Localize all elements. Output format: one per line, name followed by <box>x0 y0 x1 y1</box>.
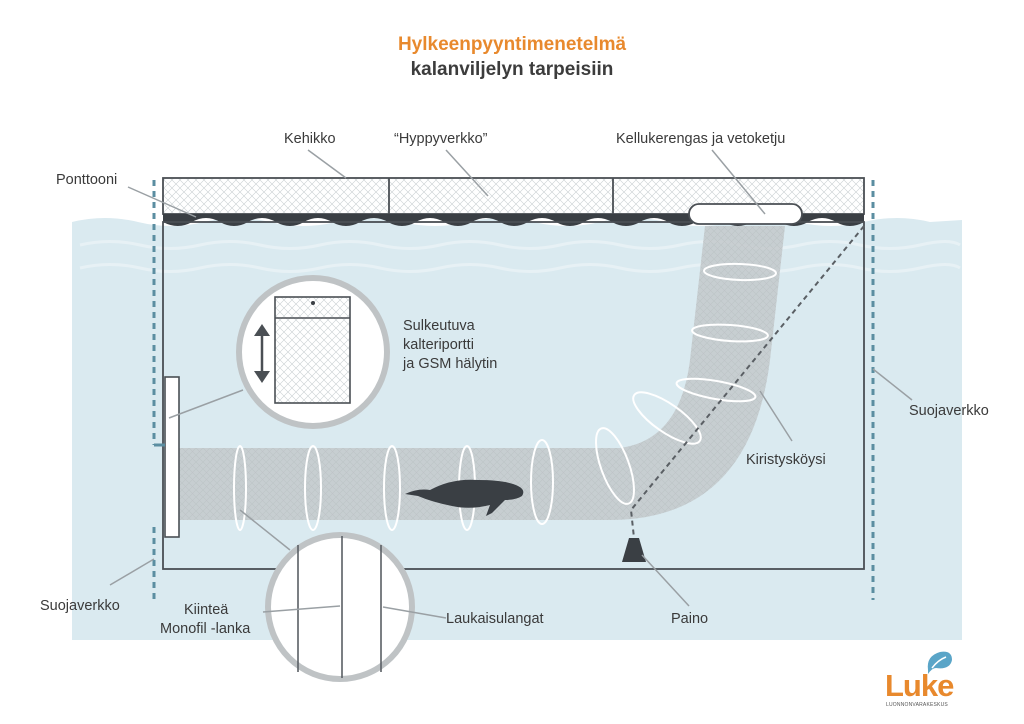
weight <box>622 538 646 562</box>
funnel-net-mesh <box>177 226 785 520</box>
gate-detail-grid <box>274 296 351 404</box>
label-hyppyverkko: “Hyppyverkko” <box>394 131 488 147</box>
label-portti-line-1: Sulkeutuva <box>403 318 475 334</box>
label-kiintea: Kiinteä <box>184 602 229 618</box>
funnel-hoop <box>632 391 702 445</box>
funnel-hoop <box>691 323 769 343</box>
seal <box>405 479 524 516</box>
label-ponttooni: Ponttooni <box>56 172 118 188</box>
funnel-hoop <box>233 445 247 531</box>
leader-ponttooni <box>127 186 197 218</box>
logo-name: Luke <box>885 668 954 703</box>
water-wave <box>79 240 961 250</box>
leader-suojaverkko-left <box>109 558 155 586</box>
label-suojaverkko-left: Suojaverkko <box>40 598 120 614</box>
leader-kiintea <box>262 605 341 613</box>
funnel-hoop <box>304 445 322 531</box>
label-laukaisulangat: Laukaisulangat <box>446 611 544 627</box>
funnel-hoop <box>530 439 554 525</box>
label-kellukerengas: Kellukerengas ja vetoketju <box>616 131 786 147</box>
label-portti-line-3: ja GSM hälytin <box>403 356 498 372</box>
logo-subtitle: LUONNONVARAKESKUS <box>886 702 948 708</box>
leader-paino <box>641 554 690 607</box>
wire-detail-circle <box>265 532 415 682</box>
label-paino: Paino <box>671 611 709 627</box>
cage-frame <box>162 221 865 570</box>
leader-wire-detail <box>239 509 291 551</box>
up-down-arrow-icon <box>254 324 270 383</box>
leader-kellukerengas <box>711 149 766 215</box>
leader-kiristyskoysi <box>759 390 793 442</box>
gate-detail-dot <box>311 301 315 305</box>
label-kiristyskoysi: Kiristysköysi <box>746 452 826 468</box>
funnel-hoop <box>595 427 635 505</box>
gate-panel <box>164 376 180 538</box>
water <box>72 218 962 640</box>
funnel-hoop <box>703 262 777 282</box>
funnel-hoop <box>675 377 757 403</box>
label-portti-line-2: kalteriportti <box>403 337 474 353</box>
leader-suojaverkko-right <box>872 368 913 401</box>
leader-laukaisulangat <box>382 606 447 619</box>
leader-hyppyverkko <box>445 149 489 197</box>
label-kehikko: Kehikko <box>284 131 336 147</box>
funnel-hoop <box>383 445 401 531</box>
label-suojaverkko-right: Suojaverkko <box>909 403 989 419</box>
title-line-2: kalanviljelyn tarpeisiin <box>410 59 614 80</box>
water-wave <box>79 263 961 273</box>
logo-leaf-icon <box>927 651 952 674</box>
float-ring <box>688 203 803 225</box>
label-monofil: Monofil -lanka <box>160 621 251 637</box>
title-line-1: Hylkeenpyyntimenetelmä <box>397 34 627 55</box>
leader-kehikko <box>307 149 347 179</box>
leader-portti <box>168 389 244 419</box>
